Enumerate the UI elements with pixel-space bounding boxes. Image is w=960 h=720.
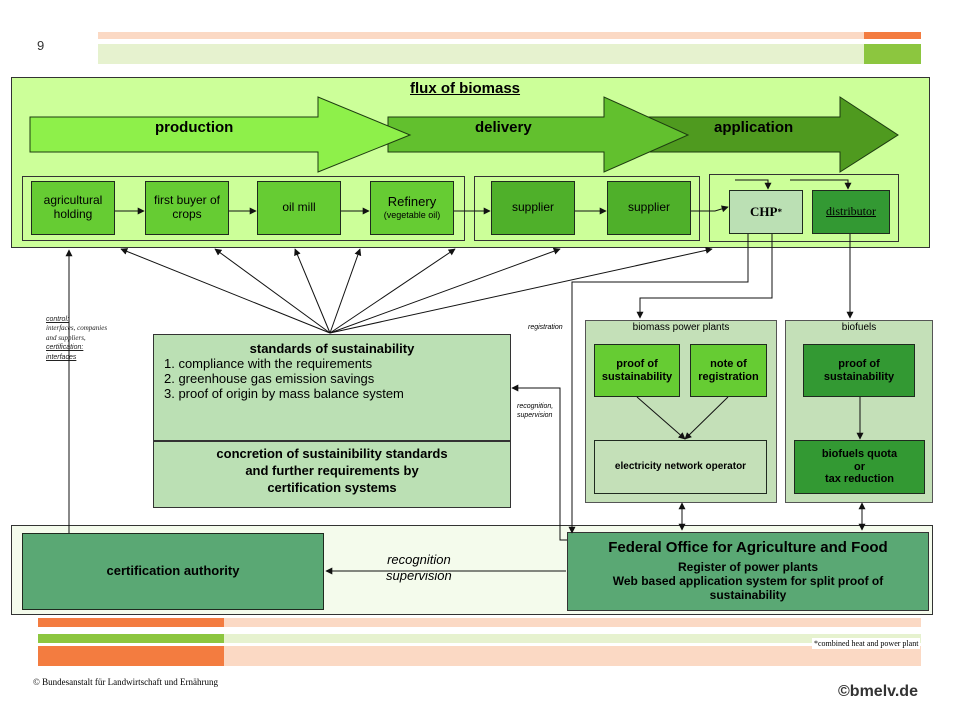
stage-application: application: [714, 119, 794, 136]
standards-item-1: 1. compliance with the requirements: [164, 356, 373, 371]
bottom-bar-peach-2: [224, 646, 921, 666]
copyright: © Bundesanstalt für Landwirtschaft und E…: [33, 677, 219, 687]
box-federal-office: Federal Office for Agriculture and Food …: [567, 532, 929, 611]
box-note-registration: note of registration: [690, 344, 767, 397]
box-distributor: distributor: [812, 190, 890, 234]
bottom-bar-orange-2: [38, 646, 224, 666]
bottom-bar-orange-1: [38, 618, 224, 627]
box-biofuels-quota: biofuels quota or tax reduction: [794, 440, 925, 494]
delivery-group: [474, 176, 700, 241]
arrow-production: [29, 96, 412, 173]
brand-logo: ©bmelv.de: [838, 683, 918, 700]
biofuels-title: biofuels: [841, 322, 877, 333]
arrow-delivery: [387, 96, 690, 173]
box-supplier-1: supplier: [491, 181, 575, 235]
top-bar-green: [864, 44, 921, 64]
concretion-box: concretion of sustainibility standards a…: [153, 441, 511, 508]
application-group: [709, 174, 899, 242]
standards-box: standards of sustainability 1. complianc…: [153, 334, 511, 441]
arrow-application: [647, 96, 899, 173]
federal-office-register-2: Web based application system for split p…: [612, 574, 884, 588]
power-plants-title: biomass power plants: [632, 322, 730, 333]
box-first-buyer: first buyer of crops: [145, 181, 229, 235]
flux-arrows: [29, 96, 899, 173]
box-refinery: Refinery (vegetable oil): [370, 181, 454, 235]
standards-title: standards of sustainability: [249, 341, 415, 356]
stage-delivery: delivery: [475, 119, 532, 136]
standards-item-2: 2. greenhouse gas emission savings: [164, 371, 375, 386]
federal-office-title: Federal Office for Agriculture and Food: [608, 539, 888, 556]
box-network-operator: electricity network operator: [594, 440, 767, 494]
flux-title: flux of biomass: [410, 80, 521, 97]
federal-office-register-1: Register of power plants: [677, 560, 819, 574]
production-group: [22, 176, 465, 241]
recognition-small-label: recognition, supervision: [517, 403, 554, 420]
footnote: *combined heat and power plant: [812, 638, 921, 649]
box-supplier-2: supplier: [607, 181, 691, 235]
box-agricultural-holding: agricultural holding: [31, 181, 115, 235]
page-number: 9: [37, 38, 45, 53]
bottom-bar-peach-1: [224, 618, 921, 627]
box-oil-mill: oil mill: [257, 181, 341, 235]
box-proof-power: proof of sustainability: [594, 344, 680, 397]
registration-label: registration: [528, 324, 563, 331]
box-certification-authority: certification authority: [22, 533, 324, 610]
top-bar-peach: [98, 32, 864, 39]
bottom-bar-lightgreen: [224, 634, 921, 643]
standards-item-3: 3. proof of origin by mass balance syste…: [164, 386, 404, 401]
top-bar-lightgreen: [98, 44, 864, 64]
stage-production: production: [155, 119, 234, 136]
box-proof-biofuels: proof of sustainability: [803, 344, 915, 397]
control-note: control: interfaces, companies and suppl…: [46, 316, 108, 361]
bottom-bar-green: [38, 634, 224, 643]
top-bar-orange: [864, 32, 921, 39]
box-chp: CHP*: [729, 190, 803, 234]
federal-office-register-3: sustainability: [709, 588, 787, 602]
